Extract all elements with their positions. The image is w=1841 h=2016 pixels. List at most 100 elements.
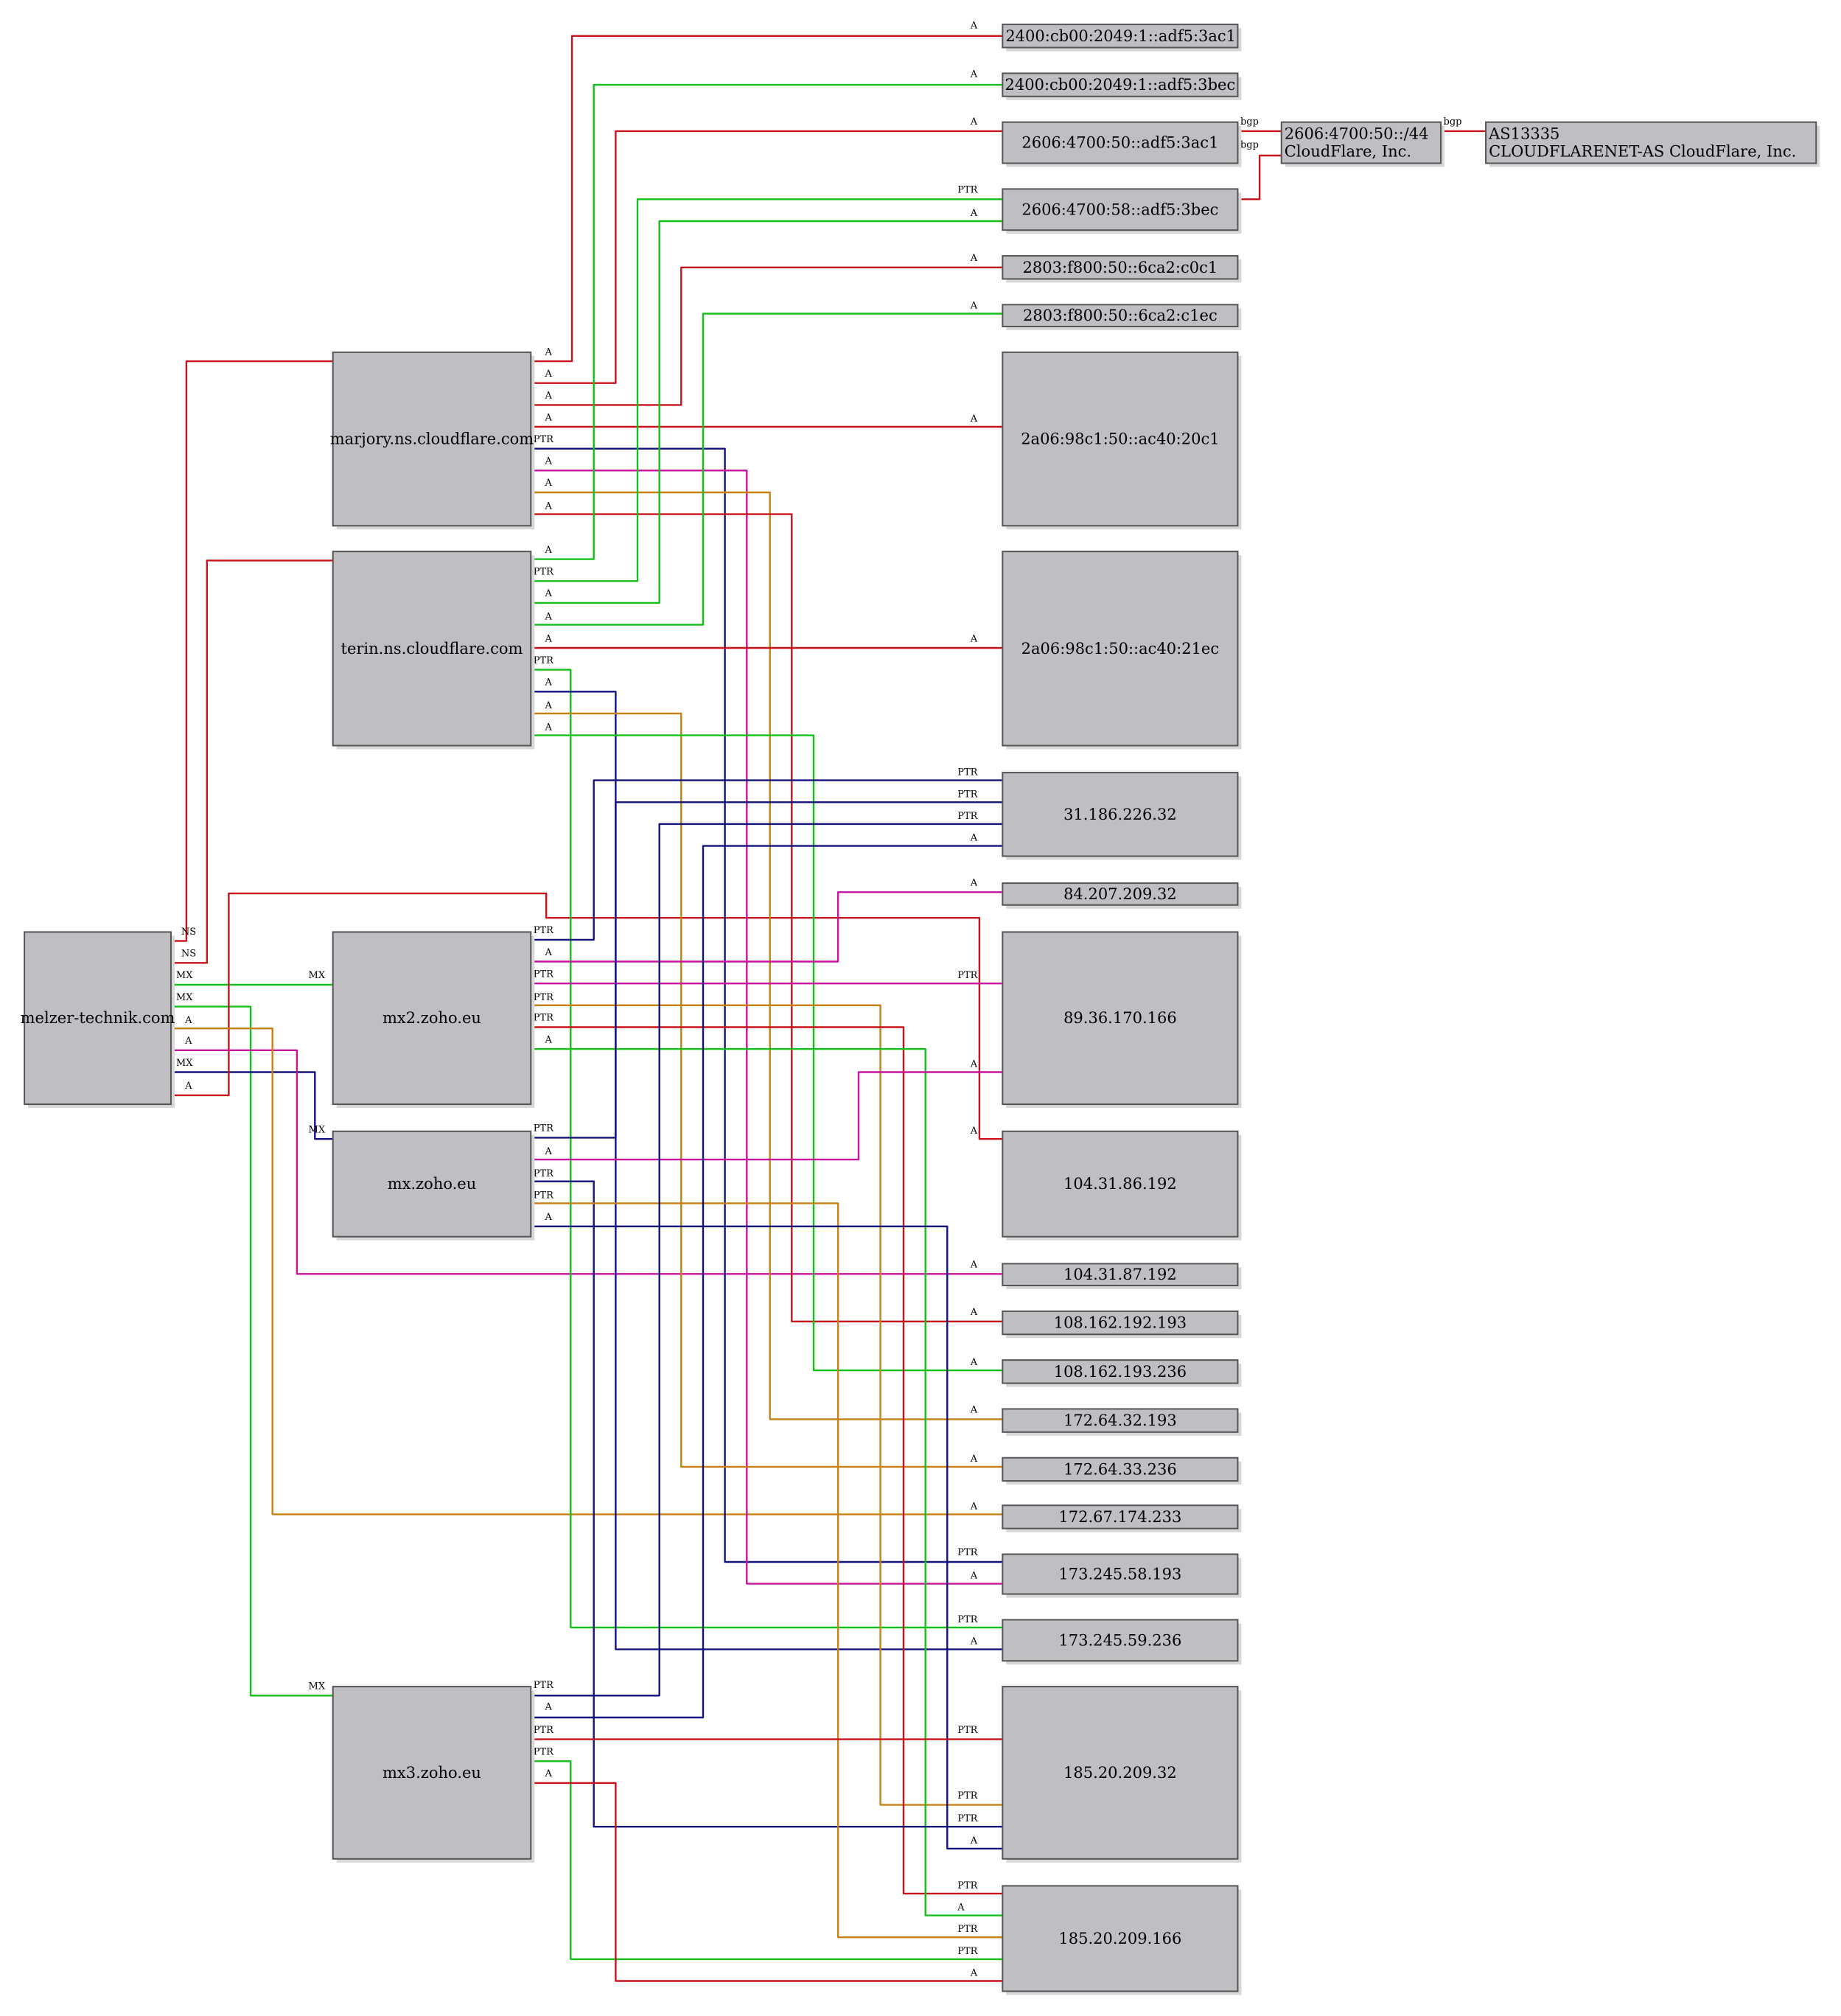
edge-head-label: A	[970, 1968, 978, 1979]
node-mx3[interactable]: mx3.zoho.eu	[332, 1686, 535, 1863]
edge-label: PTR	[534, 1680, 554, 1691]
edge-label: A	[544, 700, 552, 711]
node-v6a[interactable]: 2400:cb00:2049:1::adf5:3ac1	[1002, 24, 1242, 52]
edge-head-label: PTR	[957, 1547, 978, 1558]
node-ip8[interactable]: 172.64.32.193	[1002, 1408, 1242, 1436]
node-label: 2803:f800:50::6ca2:c0c1	[1023, 259, 1218, 276]
edge-line	[531, 823, 1003, 1697]
edge-head-label: A	[970, 1260, 978, 1271]
edge-line	[531, 1004, 1003, 1806]
node-box	[1002, 1359, 1239, 1384]
node-ip9[interactable]: 172.64.33.236	[1002, 1457, 1242, 1485]
node-v6f[interactable]: 2803:f800:50::6ca2:c1ec	[1002, 304, 1242, 330]
node-mx2[interactable]: mx2.zoho.eu	[332, 931, 535, 1109]
edge-v6d-net: bgp	[1237, 140, 1282, 200]
edge-line	[531, 669, 1003, 1629]
edge-head-label: PTR	[957, 789, 978, 800]
edge-head-label: PTR	[957, 811, 978, 822]
node-ip1[interactable]: 31.186.226.32	[1002, 772, 1242, 860]
edge-label: A	[544, 369, 552, 380]
edge-line	[171, 1071, 333, 1140]
edge-head-label: MX	[309, 1124, 326, 1135]
node-ip3[interactable]: 89.36.170.166	[1002, 931, 1242, 1109]
edge-line	[531, 734, 1003, 1372]
node-box	[1002, 772, 1239, 857]
node-ns1[interactable]: marjory.ns.cloudflare.com	[330, 351, 535, 530]
node-v6b[interactable]: 2400:cb00:2049:1::adf5:3bec	[1002, 72, 1242, 100]
edge-label: PTR	[534, 1190, 554, 1201]
node-v6c[interactable]: 2606:4700:50::adf5:3ac1	[1002, 121, 1242, 167]
node-v6d[interactable]: 2606:4700:58::adf5:3bec	[1002, 188, 1242, 234]
node-ns2[interactable]: terin.ns.cloudflare.com	[332, 551, 535, 750]
node-v6h[interactable]: 2a06:98c1:50::ac40:21ec	[1002, 551, 1242, 750]
edge-domain-ip10: AA	[171, 1015, 1003, 1516]
edge-ns1-v6c: AA	[531, 116, 1003, 384]
node-label: 2400:cb00:2049:1::adf5:3bec	[1005, 76, 1236, 94]
edge-label: PTR	[534, 969, 554, 980]
edge-head-label: A	[970, 1307, 978, 1318]
edge-mx-ip13: AA	[531, 1212, 1003, 1850]
node-mx[interactable]: mx.zoho.eu	[332, 1130, 535, 1241]
edge-head-label: MX	[309, 970, 326, 981]
edge-mx2-ip13: PTR PTR	[531, 992, 1003, 1806]
node-label: 2a06:98c1:50::ac40:20c1	[1021, 430, 1219, 448]
node-v6e[interactable]: 2803:f800:50::6ca2:c0c1	[1002, 255, 1242, 283]
edge-label: A	[544, 501, 552, 512]
edge-head-label: A	[970, 1454, 978, 1465]
node-box	[1485, 121, 1817, 164]
edge-ns1-v6e: AA	[531, 253, 1003, 406]
node-label: mx2.zoho.eu	[382, 1009, 481, 1027]
node-label: 104.31.86.192	[1063, 1175, 1177, 1193]
nodes-layer: melzer-technik.com marjory.ns.cloudflare.…	[21, 24, 1820, 1995]
node-ip14[interactable]: 185.20.209.166	[1002, 1885, 1242, 1995]
edge-line	[171, 1028, 1003, 1516]
node-ip4[interactable]: 104.31.86.192	[1002, 1130, 1242, 1241]
edge-v6c-net: bgp	[1237, 116, 1282, 133]
node-ip6[interactable]: 108.162.192.193	[1002, 1310, 1242, 1339]
node-box	[24, 931, 172, 1106]
node-box	[1002, 351, 1239, 527]
node-domain[interactable]: melzer-technik.com	[21, 931, 175, 1109]
node-box	[1002, 24, 1239, 49]
edge-ns2-v6d: AA	[531, 208, 1003, 604]
edge-label: bgp	[1240, 140, 1259, 151]
node-label: marjory.ns.cloudflare.com	[330, 430, 534, 448]
edge-label: bgp	[1240, 116, 1259, 128]
edge-mx-ip3: AA	[531, 1059, 1003, 1161]
node-v6g[interactable]: 2a06:98c1:50::ac40:20c1	[1002, 351, 1242, 530]
edge-ns2-ip9: AA	[531, 700, 1003, 1468]
node-ip12[interactable]: 173.245.59.236	[1002, 1619, 1242, 1665]
node-box	[332, 1686, 532, 1860]
edge-head-label: A	[970, 20, 978, 31]
node-label: terin.ns.cloudflare.com	[341, 640, 523, 658]
node-box	[1280, 121, 1442, 164]
node-label: 84.207.209.32	[1063, 885, 1177, 903]
edge-mx3-ip1: AA	[531, 833, 1003, 1719]
edge-head-label: A	[970, 208, 978, 219]
edge-label: A	[544, 1702, 552, 1713]
edge-label: PTR	[534, 1747, 554, 1758]
node-label: 108.162.193.236	[1054, 1363, 1187, 1381]
node-ip10[interactable]: 172.67.174.233	[1002, 1504, 1242, 1532]
edge-label: NS	[181, 949, 196, 960]
edge-head-label: A	[970, 1501, 978, 1512]
node-ip5[interactable]: 104.31.87.192	[1002, 1263, 1242, 1289]
node-ip2[interactable]: 84.207.209.32	[1002, 882, 1242, 909]
node-ip13[interactable]: 185.20.209.32	[1002, 1686, 1242, 1863]
edge-head-label: A	[970, 1059, 978, 1070]
node-box	[1002, 1504, 1239, 1530]
edge-line	[531, 801, 1003, 1139]
node-ip11[interactable]: 173.245.58.193	[1002, 1553, 1242, 1598]
edge-ns2-v6f: AA	[531, 301, 1003, 626]
node-ip7[interactable]: 108.162.193.236	[1002, 1359, 1242, 1387]
edge-head-label: A	[970, 1835, 978, 1846]
edge-head-label: A	[970, 1357, 978, 1368]
edge-label: A	[184, 1036, 192, 1047]
edge-line	[531, 130, 1003, 384]
